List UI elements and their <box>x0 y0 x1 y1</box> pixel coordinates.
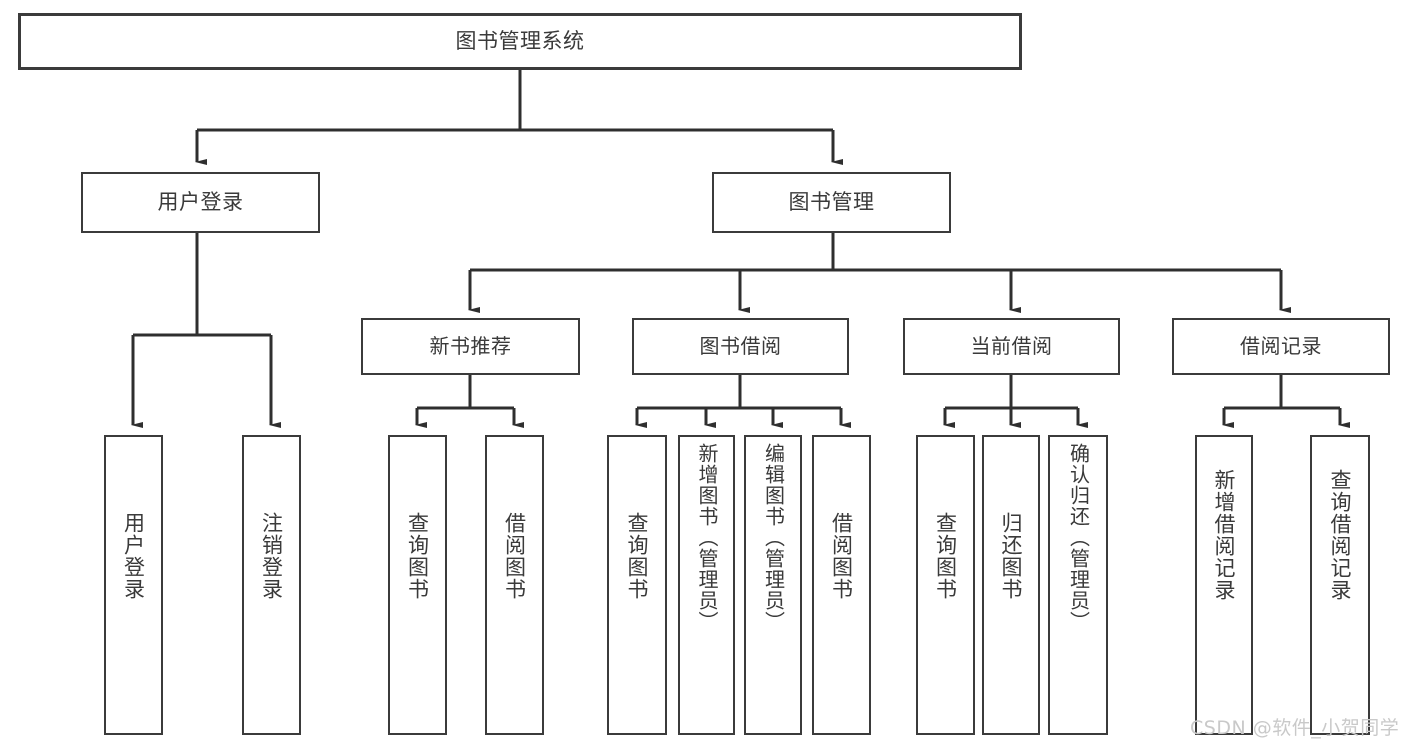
csdn-watermark: CSDN @软件_小贺同学 <box>1190 717 1400 739</box>
node-book-borrow[interactable]: 图书借阅 <box>632 318 849 375</box>
leaf-confirm-return-admin[interactable]: 确认归还（管理员） <box>1048 435 1108 735</box>
leaf-query-book-3[interactable]: 查询图书 <box>916 435 975 735</box>
node-current-borrow-label: 当前借阅 <box>970 334 1053 358</box>
leaf-return-book[interactable]: 归还图书 <box>982 435 1040 735</box>
leaf-add-book-admin[interactable]: 新增图书（管理员） <box>678 435 735 735</box>
node-borrow-record-label: 借阅记录 <box>1240 334 1322 358</box>
node-book-management[interactable]: 图书管理 <box>712 172 951 233</box>
leaf-user-login[interactable]: 用户登录 <box>104 435 163 735</box>
leaf-borrow-book-1-label: 借阅图书 <box>502 512 527 600</box>
node-user-login-label: 用户登录 <box>157 190 244 215</box>
leaf-add-book-admin-label: 新增图书（管理员） <box>695 443 719 632</box>
leaf-query-borrow-record[interactable]: 查询借阅记录 <box>1310 435 1370 735</box>
leaf-query-book-1[interactable]: 查询图书 <box>388 435 447 735</box>
leaf-add-borrow-record[interactable]: 新增借阅记录 <box>1195 435 1253 735</box>
leaf-confirm-return-admin-label: 确认归还（管理员） <box>1066 443 1091 632</box>
node-root-label: 图书管理系统 <box>455 29 585 54</box>
leaf-edit-book-admin-label: 编辑图书（管理员） <box>761 443 786 632</box>
leaf-user-login-label: 用户登录 <box>121 512 146 600</box>
node-new-book-recommend[interactable]: 新书推荐 <box>361 318 580 375</box>
leaf-borrow-book-2[interactable]: 借阅图书 <box>812 435 871 735</box>
leaf-edit-book-admin[interactable]: 编辑图书（管理员） <box>744 435 802 735</box>
leaf-query-borrow-record-label: 查询借阅记录 <box>1328 469 1353 601</box>
leaf-return-book-label: 归还图书 <box>999 512 1024 600</box>
node-root-system[interactable]: 图书管理系统 <box>18 13 1022 70</box>
node-current-borrow[interactable]: 当前借阅 <box>903 318 1120 375</box>
node-borrow-record[interactable]: 借阅记录 <box>1172 318 1390 375</box>
leaf-borrow-book-2-label: 借阅图书 <box>829 512 854 600</box>
leaf-logout-login[interactable]: 注销登录 <box>242 435 301 735</box>
node-new-book-recommend-label: 新书推荐 <box>429 334 512 358</box>
leaf-query-book-3-label: 查询图书 <box>933 512 958 600</box>
leaf-query-book-2-label: 查询图书 <box>625 512 650 600</box>
leaf-query-book-2[interactable]: 查询图书 <box>607 435 667 735</box>
node-user-login[interactable]: 用户登录 <box>81 172 320 233</box>
leaf-logout-login-label: 注销登录 <box>259 512 284 600</box>
node-book-borrow-label: 图书借阅 <box>699 334 782 358</box>
leaf-borrow-book-1[interactable]: 借阅图书 <box>485 435 544 735</box>
leaf-query-book-1-label: 查询图书 <box>405 512 430 600</box>
leaf-add-borrow-record-label: 新增借阅记录 <box>1212 469 1237 601</box>
node-book-management-label: 图书管理 <box>788 190 875 215</box>
